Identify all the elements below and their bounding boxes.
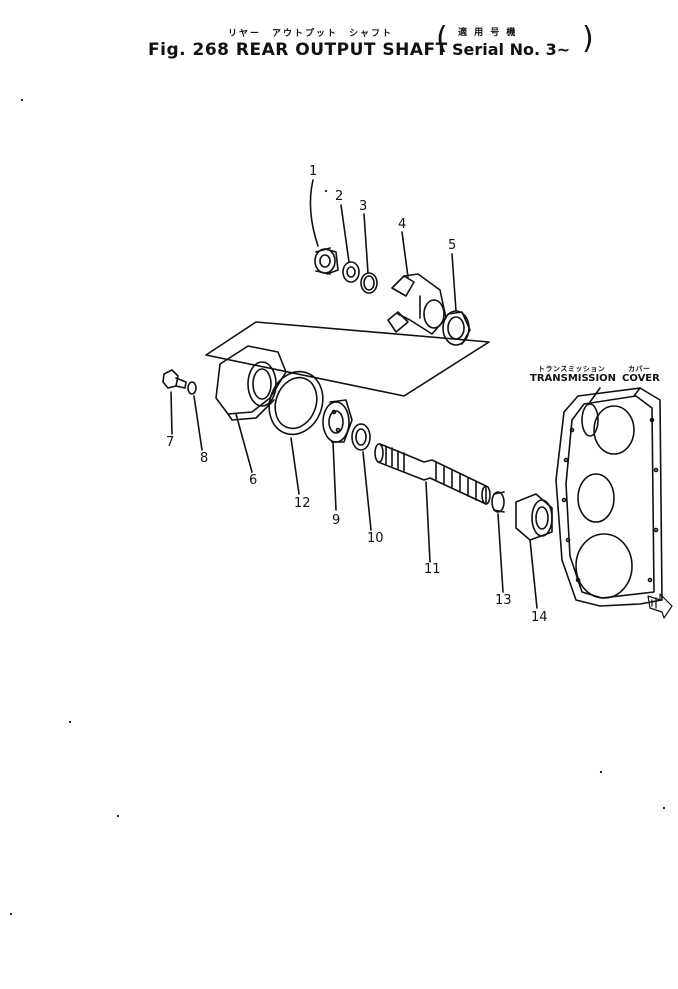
part-12-gasket <box>268 370 324 495</box>
part-number-4: 4 <box>398 217 407 232</box>
transmission-katakana: トランスミッション <box>538 365 606 373</box>
part-3-o-ring <box>360 213 378 294</box>
part-number-2: 2 <box>335 189 344 204</box>
part-number-5: 5 <box>448 238 457 253</box>
cover-label: COVER <box>622 373 660 384</box>
part-number-7: 7 <box>166 435 175 450</box>
part-1-nut <box>309 179 339 275</box>
transmission-cover <box>555 387 663 607</box>
part-7-bolt <box>162 369 187 435</box>
part-number-11: 11 <box>424 562 441 577</box>
part-2-washer <box>340 204 360 283</box>
katakana-applicable: 適 用 号 機 <box>458 28 518 38</box>
parts-group-bracket <box>205 321 490 397</box>
open-paren: ( <box>436 21 448 56</box>
part-number-6: 6 <box>249 473 258 488</box>
part-number-12: 12 <box>294 496 311 511</box>
part-10-spacer <box>351 423 372 531</box>
part-11-output-shaft <box>374 443 491 563</box>
part-number-13: 13 <box>495 593 512 608</box>
part-9-bearing <box>322 399 353 511</box>
part-13-needle-bearing <box>491 491 505 593</box>
part-14-bearing-cup <box>515 493 553 609</box>
figure-title: Fig. 268 REAR OUTPUT SHAFT <box>148 40 448 60</box>
cover-katakana: カバー <box>628 365 651 373</box>
part-number-3: 3 <box>359 199 368 214</box>
part-number-8: 8 <box>200 451 209 466</box>
part-5-seal <box>442 253 471 346</box>
part-4-coupling <box>387 231 447 335</box>
front-direction-arrow-icon <box>647 593 673 619</box>
part-number-1: 1 <box>309 164 318 179</box>
serial-number: Serial No. 3~ <box>452 40 571 59</box>
close-paren: ) <box>582 21 594 56</box>
part-number-9: 9 <box>332 513 341 528</box>
part-8-washer <box>187 381 203 451</box>
transmission-label: TRANSMISSION <box>530 373 617 384</box>
part-number-14: 14 <box>531 610 548 625</box>
scan-specks <box>9 98 666 916</box>
katakana-title: リヤー アウトプット シャフト <box>228 29 394 39</box>
part-number-10: 10 <box>367 531 384 546</box>
